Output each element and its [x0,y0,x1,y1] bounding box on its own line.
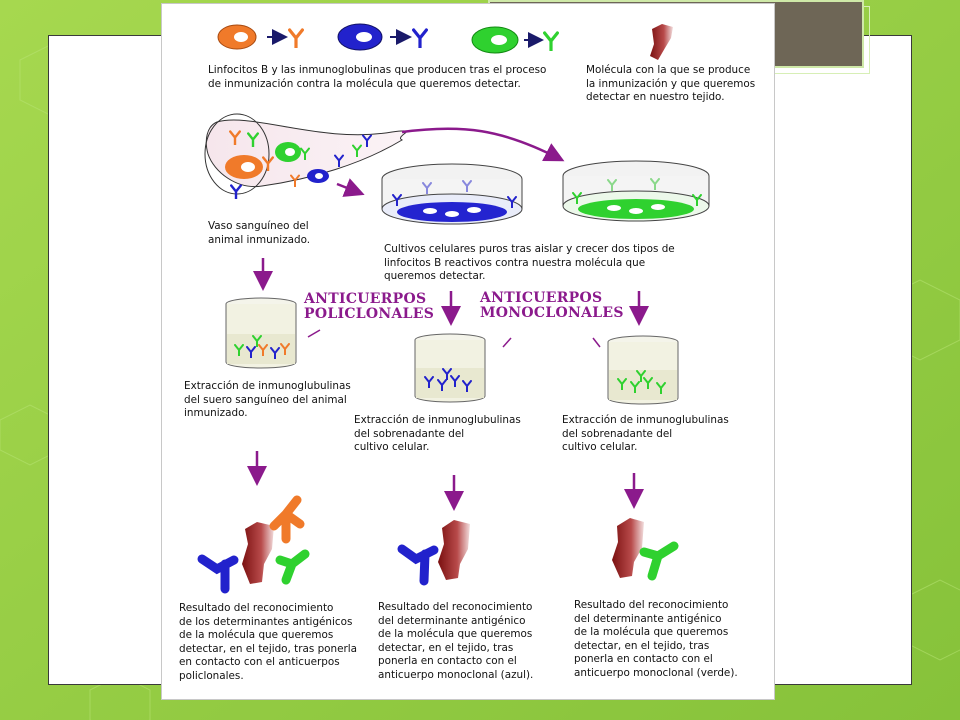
diagram-graphics [197,23,710,594]
pointer-polyclonal [307,329,321,338]
blue-culture-dish [381,163,523,225]
arrow-vessel-to-blue-culture [336,178,365,197]
polyclonal-header: ANTICUERPOS POLICLONALES [304,291,435,322]
monoclonal-blue-cup [414,333,486,403]
serum-extraction-caption: Extracción de inmunoglubulinas del suero… [184,380,351,419]
monoclonal-header: ANTICUERPOS MONOCLONALES [480,290,624,321]
arrow-vessel-to-green-culture [401,127,565,162]
pointer-monoclonal-blue [502,337,512,348]
legend-lymphocytes-caption: Linfocitos B y las inmunoglobulinas que … [208,64,547,90]
result-monoclonal-blue-caption: Resultado del reconocimiento del determi… [378,601,534,681]
monoclonal-green-cup [607,335,679,405]
blood-vessel-caption: Vaso sanguíneo del animal inmunizado. [208,220,311,246]
legend-antigen-molecule [650,24,673,60]
legend-orange-cell [217,24,304,50]
legend-green-cell [471,26,559,54]
antibody-diagram-figure: Linfocitos B y las inmunoglobulinas que … [161,3,775,700]
legend-molecule-caption: Molécula con la que se produce la inmuni… [586,64,756,103]
result-monoclonal-blue [397,520,470,586]
result-monoclonal-green [612,518,679,581]
supernatant-green-caption: Extracción de inmunoglubulinas del sobre… [562,414,729,453]
pointer-monoclonal-green [592,337,601,348]
cultures-caption: Cultivos celulares puros tras aislar y c… [384,243,675,282]
polyclonal-cup [225,297,297,369]
result-polyclonal [197,495,310,594]
result-polyclonal-caption: Resultado del reconocimiento de los dete… [179,602,358,682]
green-culture-dish [562,160,710,222]
result-monoclonal-green-caption: Resultado del reconocimiento del determi… [574,599,738,679]
legend-blue-cell [337,23,428,51]
blood-vessel [204,113,407,199]
supernatant-blue-caption: Extracción de inmunoglubulinas del sobre… [354,414,521,453]
